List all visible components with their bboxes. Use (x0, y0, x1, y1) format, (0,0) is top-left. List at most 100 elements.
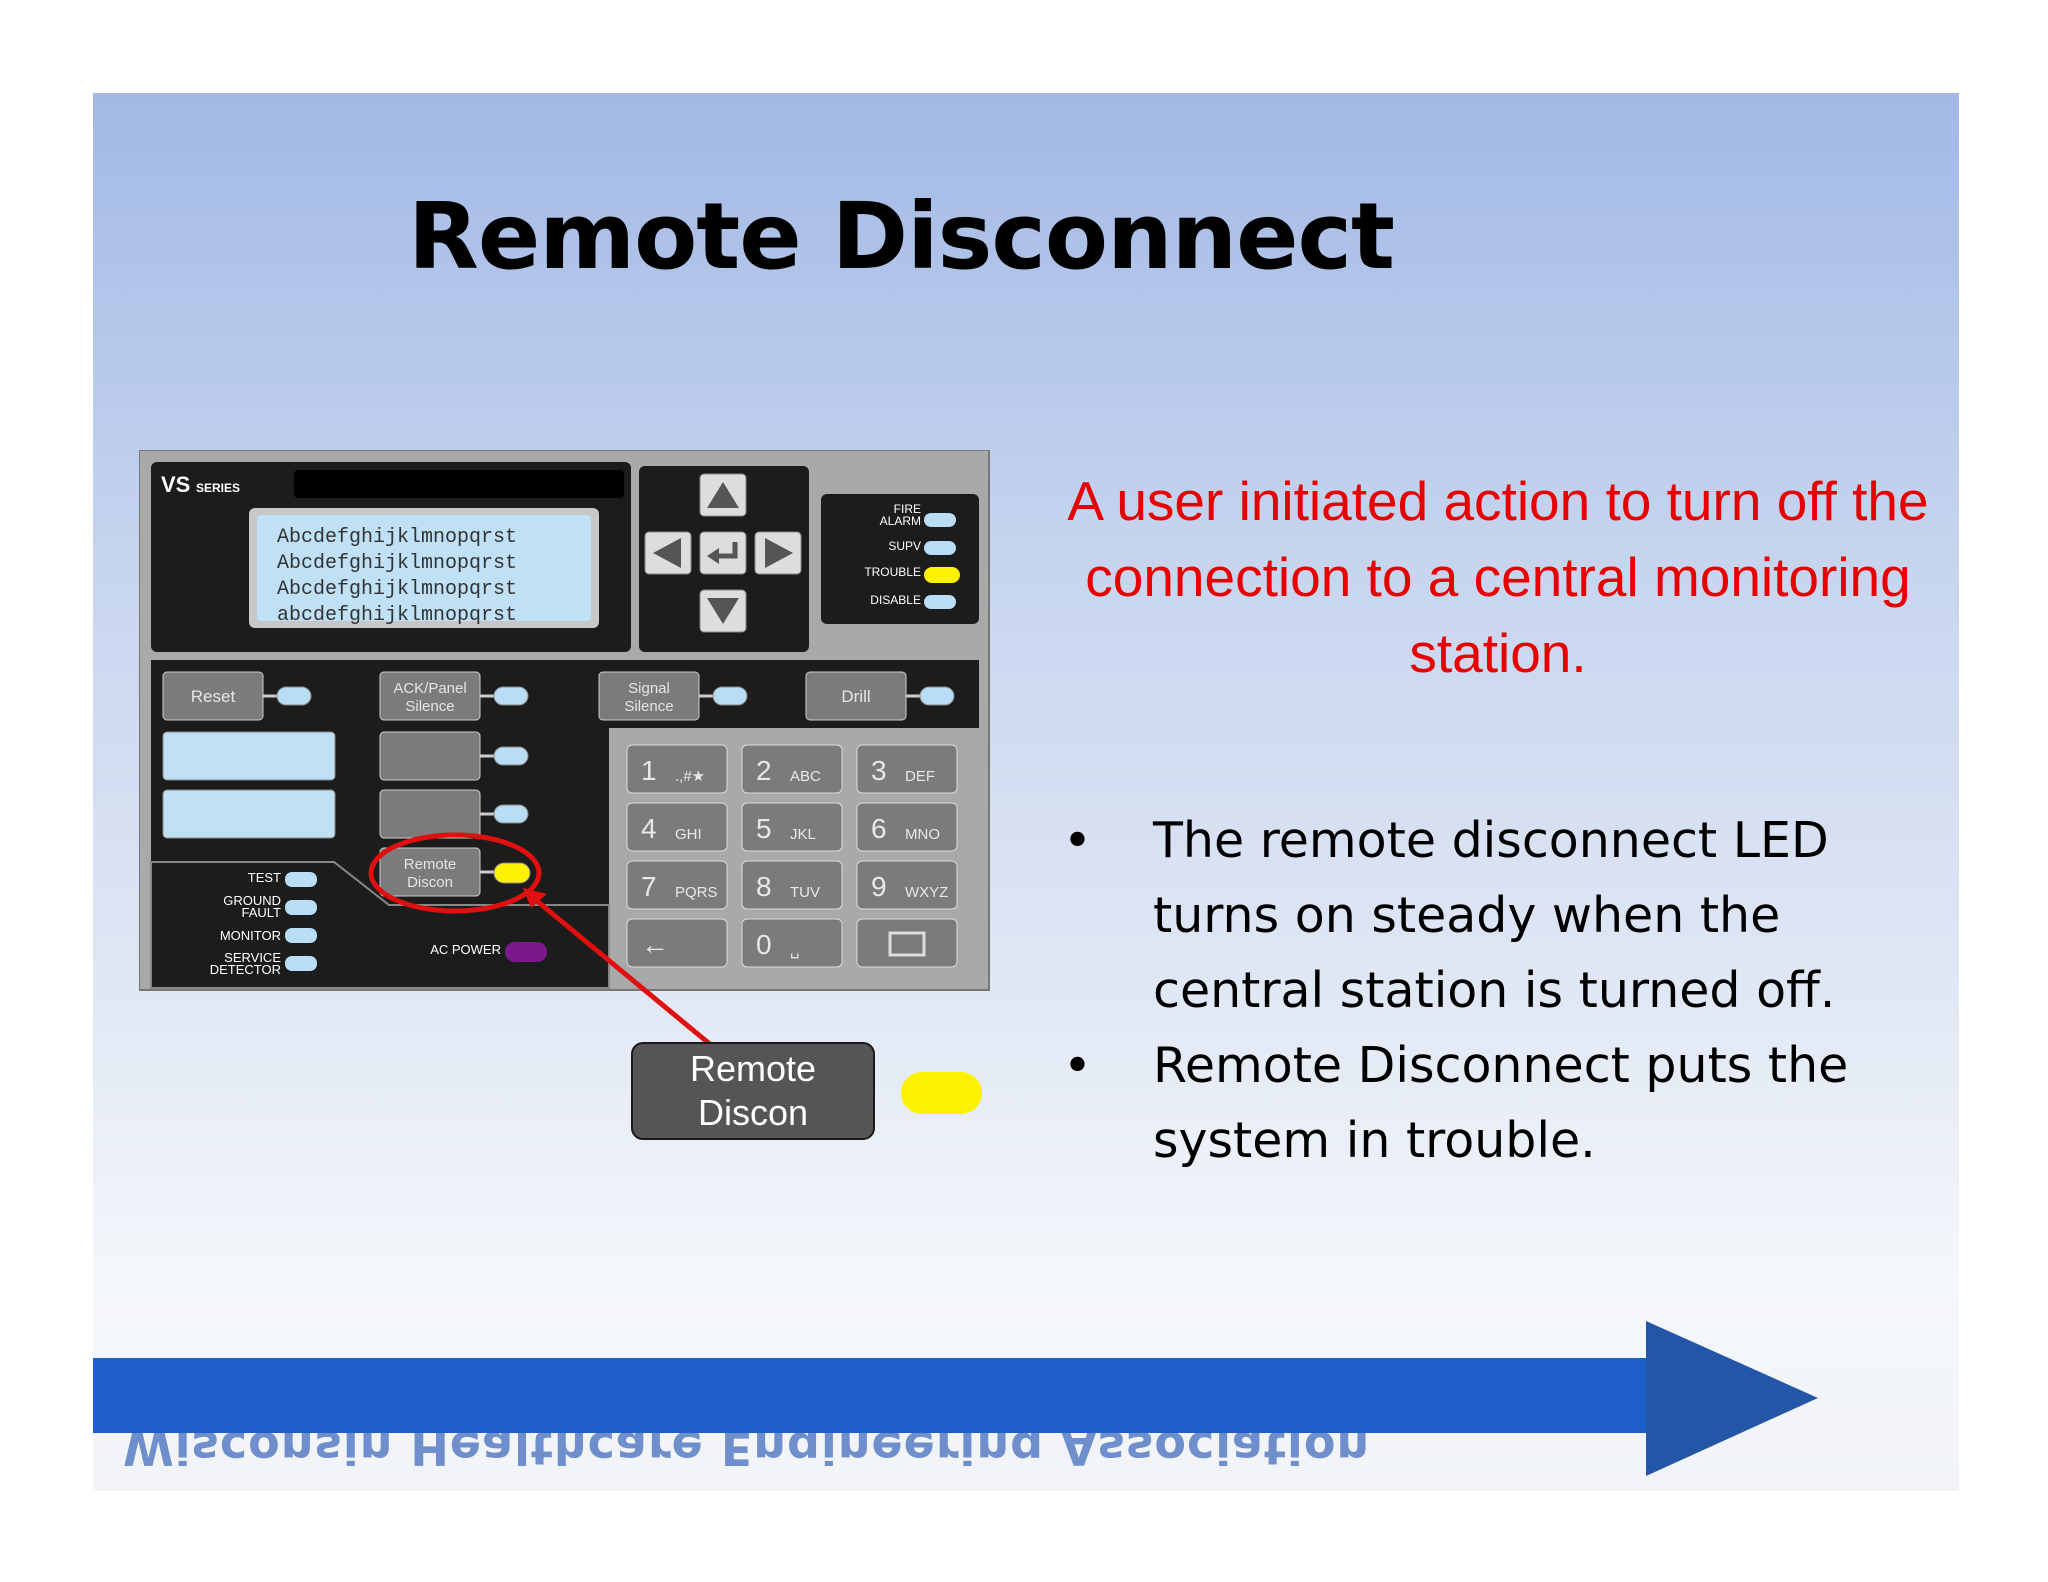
supv-led (924, 541, 956, 555)
ack-label-2: Silence (405, 698, 454, 715)
keypad-key-letters: TUV (790, 884, 820, 901)
definition-text: A user initiated action to turn off the … (1067, 470, 1929, 684)
keypad-key-number: 0 (756, 929, 772, 960)
callout-line-1: Remote (689, 1048, 817, 1089)
keypad-key-letters: ABC (790, 768, 821, 785)
keypad-key[interactable]: 1 .,#★ (626, 744, 728, 794)
fire-alarm-panel-illustration: VS SERIES Abcdefghijklmnopqrst Abcdefghi… (139, 450, 990, 1052)
bullet-dot: • (1063, 1037, 1092, 1094)
lcd-line-1: Abcdefghijklmnopqrst (277, 526, 517, 549)
ack-led (493, 686, 529, 706)
bullet-text-1: The remote disconnect LED turns on stead… (1153, 812, 1836, 1019)
bullet-list: • The remote disconnect LED turns on ste… (1033, 803, 1933, 1178)
remote-label-2: Discon (407, 874, 453, 891)
keypad-key-number: 7 (641, 871, 657, 902)
drill-led (919, 686, 955, 706)
ground-label: GROUND (223, 893, 281, 908)
fire-alarm-led (924, 513, 956, 527)
keypad-key-letters: GHI (675, 826, 702, 843)
keypad-key-number: 2 (756, 755, 772, 786)
slide: Remote Disconnect VS SERIES Abcdefghijkl… (93, 93, 1959, 1491)
reset-button[interactable]: Reset (162, 671, 264, 721)
keypad-key[interactable]: ← (626, 918, 728, 968)
keypad-key-number: 3 (871, 755, 887, 786)
panel-series-suffix: SERIES (196, 481, 240, 495)
ack-panel-silence-button[interactable]: ACK/Panel Silence (379, 671, 481, 721)
bullet-dot: • (1063, 812, 1092, 869)
signal-silence-led (712, 686, 748, 706)
programmable-button-1[interactable] (379, 731, 481, 781)
keypad-key-letters: .,#★ (675, 768, 705, 785)
keypad-key-letters: MNO (905, 826, 940, 843)
nav-up-button[interactable] (699, 473, 747, 517)
detector-label: DETECTOR (210, 962, 281, 977)
footer-reflected-text: Wisconsin Healthcare Engineering Associa… (123, 1430, 1371, 1466)
drill-button[interactable]: Drill (805, 671, 907, 721)
nav-right-button[interactable] (754, 531, 802, 575)
keypad-key-number: 6 (871, 813, 887, 844)
fault-label: FAULT (242, 905, 282, 920)
programmable-led-2 (493, 804, 529, 824)
footer-arrow-icon (1646, 1321, 1818, 1476)
blank-button-2[interactable] (162, 789, 336, 839)
keypad-key-number: 1 (641, 755, 657, 786)
test-led (285, 872, 317, 887)
keypad-key[interactable]: 2 ABC (741, 744, 843, 794)
remote-discon-button[interactable]: Remote Discon (379, 847, 481, 897)
keypad-key-number: ← (641, 929, 669, 960)
keypad-key[interactable]: 6 MNO (856, 802, 958, 852)
programmable-button-2[interactable] (379, 789, 481, 839)
status-trouble-label: TROUBLE (864, 565, 921, 579)
footer-bar (93, 1358, 1658, 1433)
status-disable-label: DISABLE (870, 593, 921, 607)
bullet-text-2: Remote Disconnect puts the system in tro… (1153, 1037, 1849, 1169)
keypad-key[interactable] (856, 918, 958, 968)
keypad-key-letters: DEF (905, 768, 935, 785)
signal-label-2: Silence (624, 698, 673, 715)
nav-enter-button[interactable] (699, 531, 747, 575)
status-alarm-label: ALARM (880, 514, 921, 528)
keypad-key-letters: JKL (790, 826, 816, 843)
pointer-arrow (529, 894, 719, 1052)
reset-led (276, 686, 312, 706)
keypad-key-number: 9 (871, 871, 887, 902)
nav-left-button[interactable] (644, 531, 692, 575)
remote-label-1: Remote (404, 856, 457, 873)
remote-discon-callout: Remote Discon (631, 1042, 875, 1140)
service-detector-led (285, 956, 317, 971)
bullet-item: • Remote Disconnect puts the system in t… (1033, 1028, 1933, 1178)
keypad-key-letters: ␣ (790, 942, 800, 959)
keypad-key[interactable]: 3 DEF (856, 744, 958, 794)
remote-discon-led (493, 862, 531, 884)
service-label: SERVICE (224, 950, 281, 965)
keypad-key-number: 4 (641, 813, 657, 844)
ac-power-led (505, 942, 547, 962)
window-icon (888, 931, 926, 957)
signal-silence-button[interactable]: Signal Silence (598, 671, 700, 721)
ack-label-1: ACK/Panel (393, 680, 466, 697)
pointer-arrowhead (523, 888, 547, 908)
status-supv-label: SUPV (888, 539, 921, 553)
lcd-line-2: Abcdefghijklmnopqrst (277, 552, 517, 575)
keypad-key[interactable]: 0␣ (741, 918, 843, 968)
test-label: TEST (248, 870, 281, 885)
status-fire-label: FIRE (894, 502, 921, 516)
nav-down-button[interactable] (699, 589, 747, 633)
ground-fault-led (285, 900, 317, 915)
programmable-led-1 (493, 746, 529, 766)
callout-yellow-led (901, 1072, 982, 1114)
reset-button-label: Reset (191, 687, 236, 706)
callout-line-2: Discon (697, 1092, 809, 1133)
bullet-item: • The remote disconnect LED turns on ste… (1033, 803, 1933, 1028)
blank-button-1[interactable] (162, 731, 336, 781)
highlight-circle (368, 832, 542, 914)
ac-power-label: AC POWER (430, 942, 501, 957)
drill-button-label: Drill (841, 687, 870, 706)
monitor-led (285, 928, 317, 943)
keypad-key[interactable]: 4 GHI (626, 802, 728, 852)
